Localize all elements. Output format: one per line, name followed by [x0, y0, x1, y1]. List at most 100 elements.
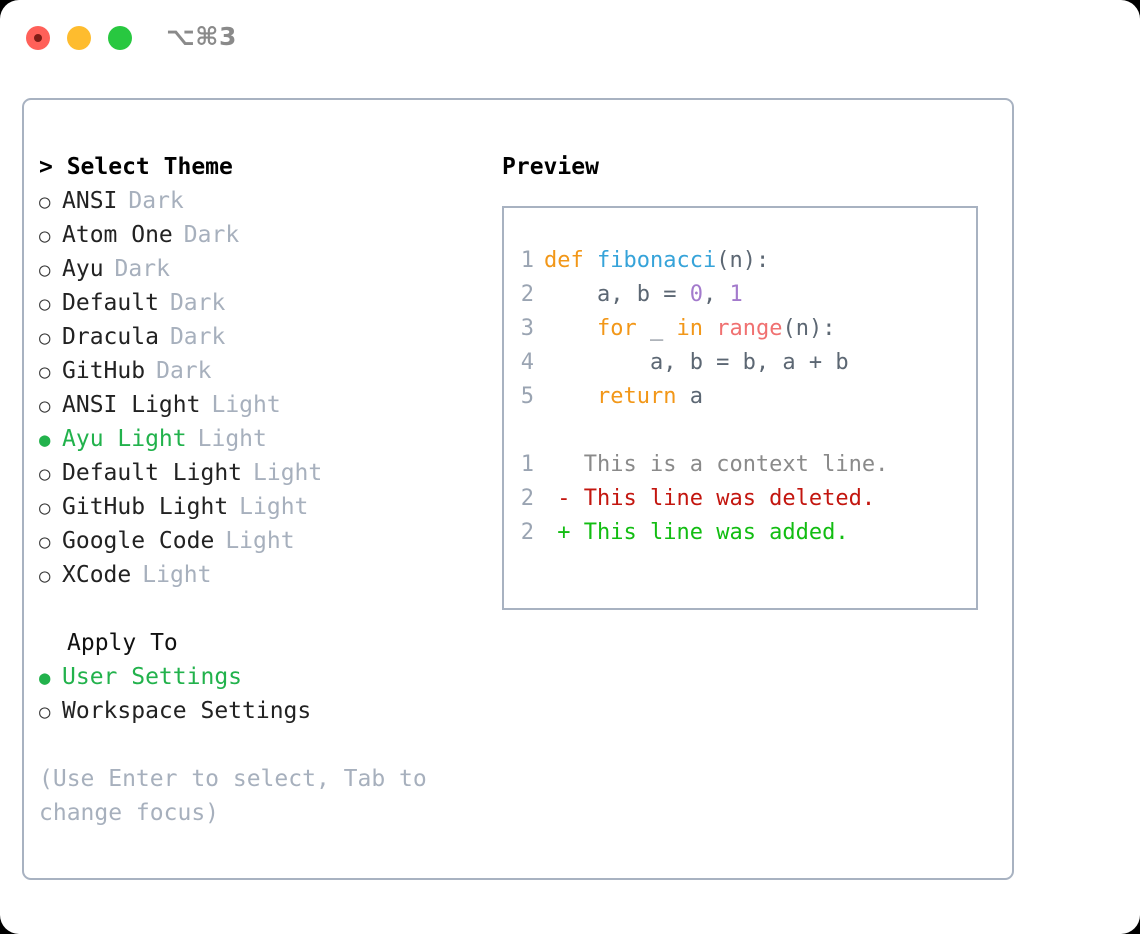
diff-line: 2 + This line was added. — [504, 516, 976, 550]
diff-sign: - — [544, 486, 584, 511]
code-token-num: 1 — [729, 282, 743, 307]
code-token-plain: a — [676, 384, 703, 409]
close-window-button[interactable] — [26, 26, 50, 50]
code-token-num: 0 — [689, 282, 703, 307]
minimize-window-button[interactable] — [67, 26, 91, 50]
theme-name: ANSI Light — [62, 392, 201, 418]
preview-spacer — [504, 414, 976, 448]
code-token-kw: def — [544, 248, 597, 273]
radio-unselected-icon[interactable]: ○ — [39, 259, 51, 281]
code-token-plain — [544, 316, 597, 341]
window-controls — [26, 26, 132, 50]
radio-unselected-icon[interactable]: ○ — [39, 191, 51, 213]
theme-name: Ayu — [62, 256, 104, 282]
code-token-kw: in — [676, 316, 703, 341]
line-number: 1 — [520, 248, 534, 273]
theme-kind-label: Light — [225, 528, 295, 554]
theme-kind-label: Dark — [183, 222, 240, 248]
diff-line: 1 This is a context line. — [504, 448, 976, 482]
code-token-plain — [544, 384, 597, 409]
theme-list-item[interactable]: ○ Default Dark — [39, 286, 499, 320]
theme-list-item[interactable]: ○ Google Code Light — [39, 524, 499, 558]
preview-title: Preview — [502, 154, 599, 180]
theme-kind-label: Dark — [128, 188, 184, 214]
code-line: 4 a, b = b, a + b — [504, 346, 976, 380]
code-token-plain: (n): — [782, 316, 836, 341]
theme-list-item[interactable]: ○ Ayu Dark — [39, 252, 499, 286]
theme-kind-label: Dark — [114, 256, 170, 282]
radio-unselected-icon[interactable]: ○ — [39, 395, 51, 417]
code-token-plain: a, b = b, a + b — [544, 350, 849, 375]
theme-kind-label: Dark — [169, 324, 226, 350]
theme-name: GitHub — [62, 358, 146, 384]
diff-line-text: This line was deleted. — [583, 486, 876, 511]
title-bar: ⌥⌘3 — [0, 0, 1140, 76]
theme-name: GitHub Light — [62, 494, 229, 520]
apply-to-item[interactable]: ● User Settings — [39, 660, 499, 694]
theme-name: XCode — [62, 562, 132, 588]
theme-name: Default — [62, 290, 159, 316]
code-token-plain: _ — [636, 316, 677, 341]
code-line: 3 for _ in range(n): — [504, 312, 976, 346]
theme-kind-label: Light — [239, 494, 309, 520]
radio-unselected-icon[interactable]: ○ — [39, 327, 51, 349]
radio-unselected-icon[interactable]: ○ — [39, 361, 51, 383]
line-number: 4 — [520, 350, 534, 375]
theme-list-item[interactable]: ○ Dracula Dark — [39, 320, 499, 354]
line-number: 2 — [520, 486, 534, 511]
apply-to-item[interactable]: ○Workspace Settings — [39, 694, 499, 728]
zoom-window-button[interactable] — [108, 26, 132, 50]
theme-list-item[interactable]: ○ GitHub Dark — [39, 354, 499, 388]
radio-selected-icon[interactable]: ● — [39, 429, 51, 451]
code-token-kw: return — [596, 384, 677, 409]
theme-list-item[interactable]: ● Ayu Light Light — [39, 422, 499, 456]
apply-to-section: Apply To ●User Settings○Workspace Settin… — [39, 626, 499, 728]
radio-unselected-icon[interactable]: ○ — [39, 293, 51, 315]
theme-list-item[interactable]: ○ XCode Light — [39, 558, 499, 592]
theme-name: Ayu Light — [62, 426, 187, 452]
theme-kind-label: Dark — [156, 358, 212, 384]
line-number: 2 — [520, 282, 534, 307]
line-number: 2 — [520, 520, 534, 545]
code-line: 2 a, b = 0, 1 — [504, 278, 976, 312]
radio-unselected-icon[interactable]: ○ — [39, 463, 51, 485]
diff-sign: + — [544, 520, 584, 545]
radio-unselected-icon[interactable]: ○ — [39, 497, 51, 519]
code-token-plain: , — [702, 282, 730, 307]
apply-to-label: User Settings — [62, 664, 243, 690]
theme-kind-label: Light — [142, 562, 212, 588]
radio-unselected-icon[interactable]: ○ — [39, 565, 51, 587]
theme-kind-label: Light — [197, 426, 267, 452]
code-line: 1 def fibonacci(n): — [504, 244, 976, 278]
radio-unselected-icon[interactable]: ○ — [39, 701, 51, 723]
theme-kind-label: Dark — [169, 290, 226, 316]
radio-unselected-icon[interactable]: ○ — [39, 225, 51, 247]
theme-kind-label: Light — [211, 392, 281, 418]
code-token-call: range — [716, 316, 783, 341]
diff-sample: 1 This is a context line. 2 - This line w… — [504, 448, 976, 550]
theme-name: Default Light — [62, 460, 243, 486]
code-token-fn: fibonacci — [596, 248, 717, 273]
theme-list-item[interactable]: ○ ANSI Light Light — [39, 388, 499, 422]
code-token-kw: for — [596, 316, 637, 341]
theme-name: Google Code — [62, 528, 215, 554]
radio-unselected-icon[interactable]: ○ — [39, 531, 51, 553]
apply-to-list[interactable]: ● User Settings ○Workspace Settings — [39, 660, 499, 728]
theme-list-item[interactable]: ○ Atom One Dark — [39, 218, 499, 252]
theme-list-item[interactable]: ○ GitHub Light Light — [39, 490, 499, 524]
theme-name: Dracula — [62, 324, 159, 350]
keyboard-shortcut-label: ⌥⌘3 — [166, 22, 237, 51]
radio-selected-icon[interactable]: ● — [39, 667, 51, 689]
code-line-text: def fibonacci(n): — [544, 244, 769, 278]
theme-name: Atom One — [62, 222, 173, 248]
line-number: 5 — [520, 384, 534, 409]
code-line: 5 return a — [504, 380, 976, 414]
